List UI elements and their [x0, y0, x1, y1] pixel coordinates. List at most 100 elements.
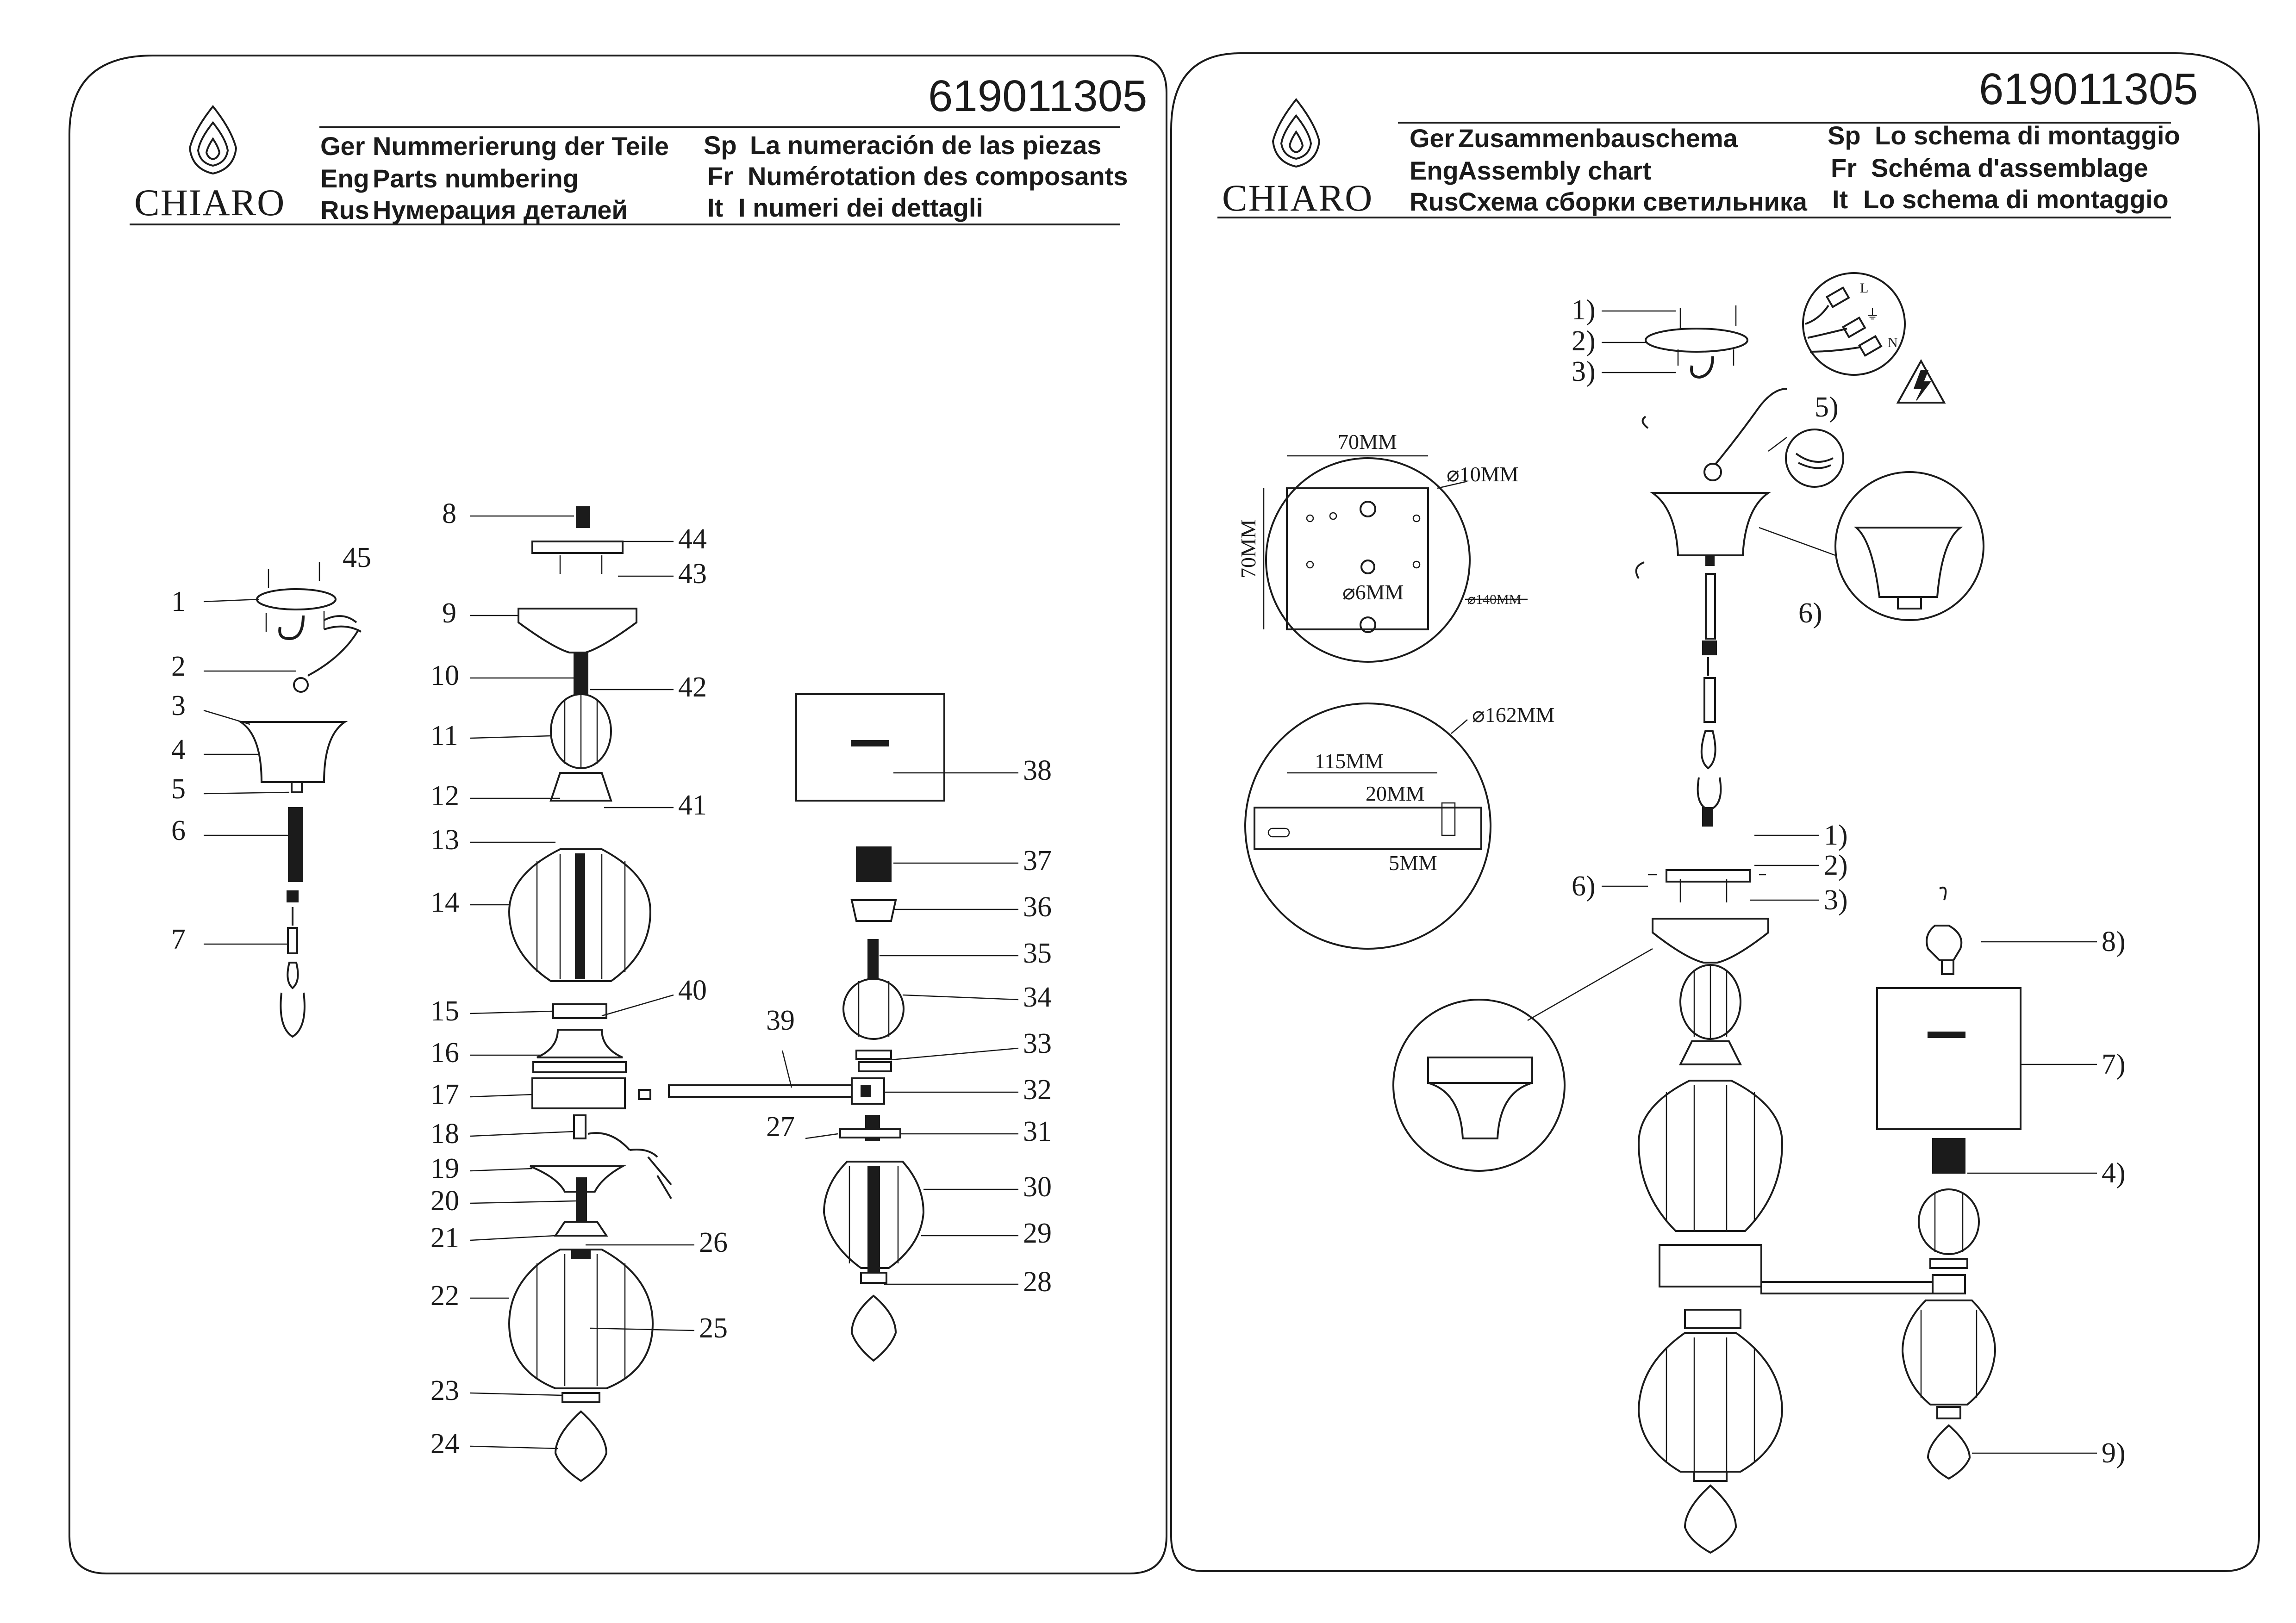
part-label-20: 20: [430, 1185, 459, 1217]
part-label-11: 11: [430, 720, 458, 752]
part-label-28: 28: [1023, 1266, 1052, 1298]
part-label-36: 36: [1023, 891, 1052, 923]
right-hdr-lang-rus: Rus: [1410, 187, 1459, 216]
part-label-45: 45: [343, 542, 371, 573]
step-bottom-1: 1): [1824, 820, 1848, 851]
left-hdr-text-rus: Нумерация деталей: [373, 195, 628, 224]
assembly-leader-lines: [1602, 310, 2097, 1454]
part-label-13: 13: [430, 824, 459, 856]
step-bottom-4: 4): [2102, 1157, 2126, 1189]
part-label-4: 4: [171, 734, 186, 765]
part-label-43: 43: [678, 558, 707, 590]
part-label-2: 2: [171, 651, 186, 682]
step-bottom-7: 7): [2102, 1049, 2126, 1080]
step-top-6: 6): [1798, 597, 1822, 629]
right-hdr-text-sp: Lo schema di montaggio: [1875, 121, 2180, 150]
dim-bar-diameter: ⌀162MM: [1472, 703, 1555, 727]
left-hdr-text-ger: Nummerierung der Teile: [373, 131, 669, 161]
wire-label-n: N: [1888, 335, 1898, 350]
main-body-stack: [508, 506, 672, 1482]
left-hdr-lang-rus: Rus: [320, 195, 369, 224]
ceiling-assembly: [1635, 305, 1787, 811]
right-hdr-lang-ger: Ger: [1410, 124, 1454, 153]
left-hdr-text-sp: La numeración de las piezas: [750, 131, 1101, 160]
step-top-2: 2): [1572, 325, 1596, 357]
right-hdr-lang-it: It: [1832, 185, 1848, 214]
left-hdr-lang-eng: Eng: [320, 164, 369, 193]
right-hdr-text-ger: Zusammenbauschema: [1458, 124, 1738, 153]
part-label-44: 44: [678, 523, 707, 555]
wire-label-earth: ⏚: [1866, 307, 1879, 323]
step-bottom-8: 8): [2102, 926, 2126, 958]
right-hdr-text-fr: Schéma d'assemblage: [1871, 153, 2148, 182]
right-hdr-lang-eng: Eng: [1410, 156, 1459, 185]
left-hdr-text-it: I numeri dei dettagli: [738, 193, 983, 222]
part-label-3: 3: [171, 690, 186, 721]
left-hdr-text-eng: Parts numbering: [373, 164, 579, 193]
part-label-15: 15: [430, 995, 459, 1027]
arm-assembly: [668, 693, 945, 1362]
left-header: CHIARO 619011305 Ger Nummerierung der Te…: [130, 71, 1147, 225]
right-page-frame: [1170, 52, 2260, 1572]
right-hdr-text-rus: Схема сборки светильника: [1458, 187, 1808, 216]
part-label-40: 40: [678, 975, 707, 1006]
part-number-labels: 1 2 3 4 5 6 7 8 9 10 11 12 13 14 15 16 1…: [171, 498, 1052, 1460]
part-label-30: 30: [1023, 1171, 1052, 1203]
dim-plate-diameter: ⌀140MM: [1467, 592, 1521, 607]
dim-hole-large: ⌀10MM: [1447, 462, 1519, 486]
model-number-left: 619011305: [928, 71, 1147, 121]
right-hdr-text-eng: Assembly chart: [1458, 156, 1651, 185]
step-bottom-9: 9): [2102, 1437, 2126, 1469]
left-hdr-lang-sp: Sp: [704, 131, 737, 160]
model-number-right: 619011305: [1979, 64, 2198, 114]
part-label-22: 22: [430, 1280, 459, 1312]
chiaro-logo-right: CHIARO: [1222, 98, 1373, 219]
part-label-16: 16: [430, 1037, 459, 1069]
step-top-3: 3): [1572, 356, 1596, 387]
right-hdr-lang-sp: Sp: [1828, 121, 1861, 150]
left-page-frame: [69, 55, 1167, 1574]
part-label-34: 34: [1023, 982, 1052, 1013]
left-hdr-lang-it: It: [707, 193, 723, 222]
part-label-18: 18: [430, 1118, 459, 1150]
part-label-9: 9: [442, 597, 456, 629]
step-bottom-3: 3): [1824, 884, 1848, 916]
lower-assembly: [1637, 807, 2021, 1554]
dim-hole-small: ⌀6MM: [1342, 580, 1404, 604]
part-label-12: 12: [430, 780, 459, 812]
right-hdr-text-it: Lo schema di montaggio: [1863, 185, 2169, 214]
part-label-24: 24: [430, 1428, 459, 1460]
part-label-7: 7: [171, 924, 186, 955]
warning-icon: [1896, 359, 1946, 404]
wiring-detail: L ⏚ N: [1768, 272, 1946, 488]
part-label-32: 32: [1023, 1074, 1052, 1106]
left-hdr-lang-fr: Fr: [707, 162, 733, 191]
mounting-bar-drawing: ⌀162MM 115MM 20MM 5MM: [1244, 703, 1555, 950]
part-label-38: 38: [1023, 755, 1052, 786]
part-label-29: 29: [1023, 1218, 1052, 1249]
step-bottom-6: 6): [1572, 871, 1596, 902]
part-label-21: 21: [430, 1222, 459, 1254]
part-label-42: 42: [678, 672, 707, 703]
brand-name-left: CHIARO: [134, 181, 285, 224]
ceiling-mount-parts: [237, 562, 362, 1038]
part-label-8: 8: [442, 498, 456, 529]
part-label-39: 39: [766, 1005, 795, 1036]
wire-label-l: L: [1860, 280, 1868, 296]
dim-plate-width: 70MM: [1338, 430, 1397, 454]
right-header: CHIARO 619011305 Ger Zusammenbauschema E…: [1217, 64, 2198, 219]
right-hdr-lang-fr: Fr: [1831, 153, 1857, 182]
left-hdr-text-fr: Numérotation des composants: [748, 162, 1128, 191]
step-bottom-2: 2): [1824, 850, 1848, 881]
canopy-detail: [1759, 471, 1984, 621]
step-top-1: 1): [1572, 294, 1596, 326]
brand-name-right: CHIARO: [1222, 177, 1373, 219]
part-label-6: 6: [171, 815, 186, 846]
part-label-19: 19: [430, 1153, 459, 1184]
part-label-25: 25: [699, 1312, 728, 1344]
part-label-37: 37: [1023, 845, 1052, 877]
base-detail: [1392, 948, 1653, 1172]
parts-diagram: 1 2 3 4 5 6 7 8 9 10 11 12 13 14 15 16 1…: [171, 498, 1052, 1482]
part-label-23: 23: [430, 1375, 459, 1406]
part-label-1: 1: [171, 586, 186, 617]
